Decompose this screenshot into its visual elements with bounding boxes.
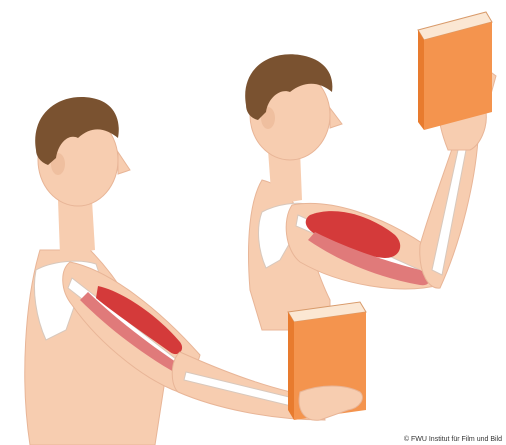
nose-front-figure — [118, 152, 130, 174]
hand-supporting — [299, 386, 362, 420]
book-raised — [418, 12, 492, 130]
nose-back-figure — [330, 108, 342, 128]
image-credit: © FWU Institut für Film und Bild — [404, 436, 502, 443]
neck-front-figure — [58, 200, 95, 255]
figure-raised-arm — [245, 12, 496, 330]
